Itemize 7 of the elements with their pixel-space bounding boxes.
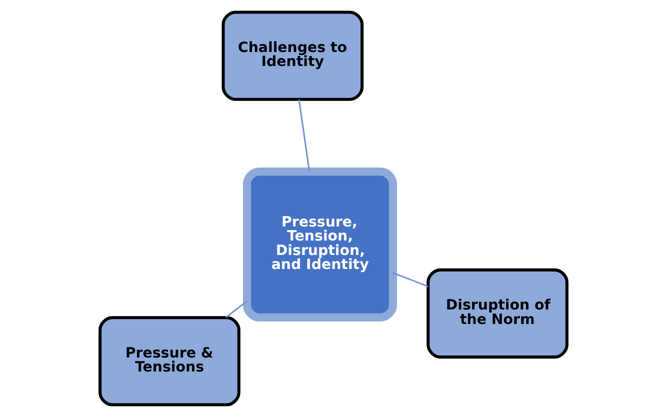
node-box: Pressure & Tensions [98, 316, 240, 406]
node-box: Disruption of the Norm [426, 268, 568, 359]
connector [225, 300, 247, 318]
connector [298, 99, 310, 172]
node-box: Challenges to Identity [221, 10, 364, 101]
connector [392, 272, 428, 288]
node-box: Pressure, Tension, Disruption, and Identity [242, 167, 396, 322]
